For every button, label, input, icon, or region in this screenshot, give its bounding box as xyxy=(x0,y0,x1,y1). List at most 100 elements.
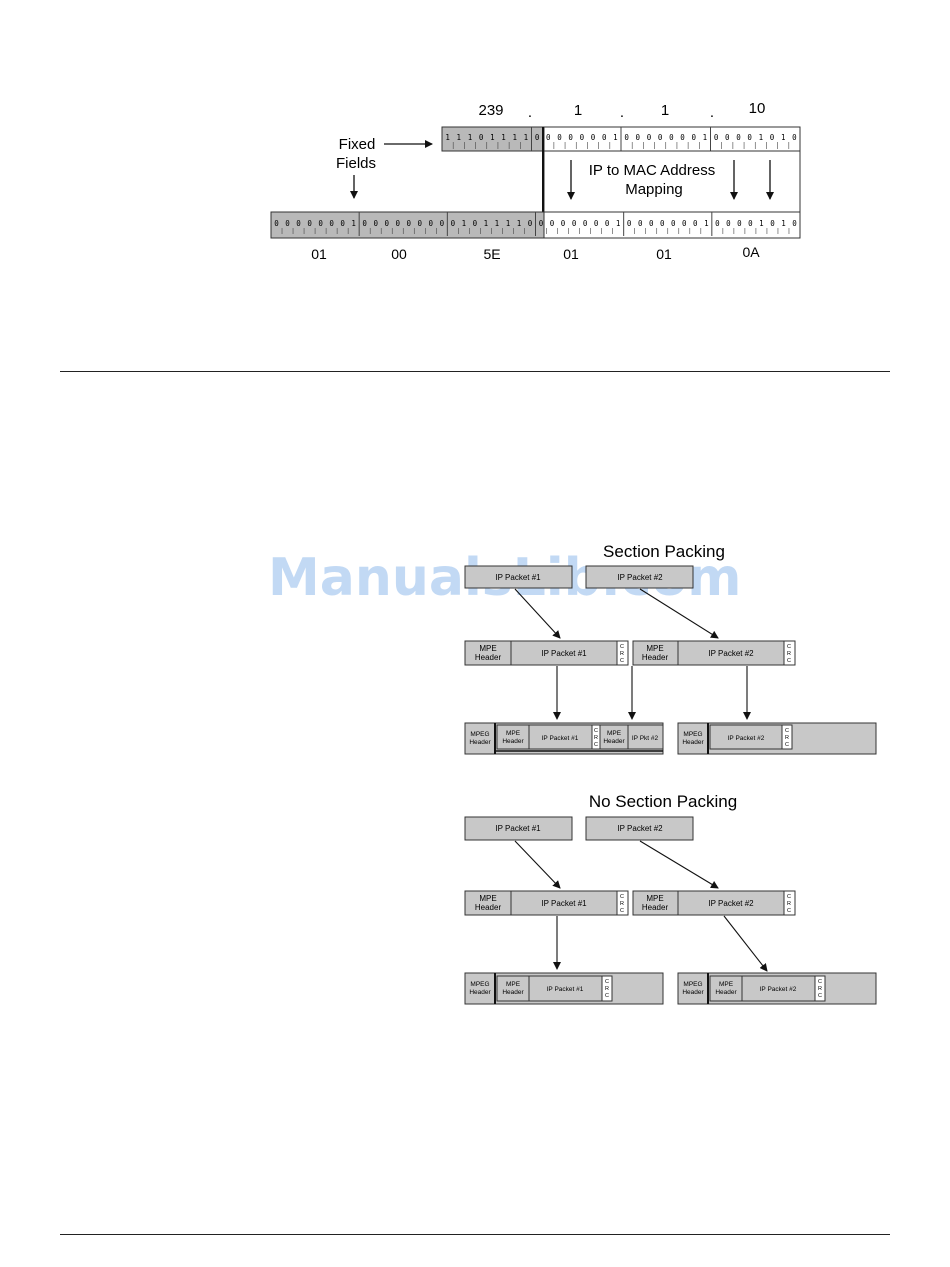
nsp-mpe-header-2-line1: MPE xyxy=(646,894,663,903)
mac-bit: 0 xyxy=(737,219,742,228)
sp-mpe-header-1-line1: MPE xyxy=(479,644,496,653)
sp-ts2-crc-c2: C xyxy=(785,742,789,748)
nsp-ts1-mpe-line1: MPE xyxy=(506,981,521,988)
ip-mapped-bits-box xyxy=(543,126,801,152)
mac-fixed-bits-box xyxy=(270,211,545,239)
mac-bit: 0 xyxy=(627,219,632,228)
mac-bit: 0 xyxy=(638,219,643,228)
nsp-ts2-mpeg-line1: MPEG xyxy=(683,981,702,988)
nsp-ts-packet-2: MPEG Header MPE Header IP Packet #2 C R … xyxy=(677,972,877,1005)
sp-crc-2-c: C xyxy=(787,644,791,650)
mac-bit: 0 xyxy=(340,219,345,228)
ip-bit: 1 xyxy=(512,133,517,142)
mac-bit: 0 xyxy=(660,219,665,228)
ip-bit: 1 xyxy=(457,133,462,142)
ip-octet-4: 10 xyxy=(749,100,766,117)
sp-ts1-ip-fragment: IP Pkt #2 xyxy=(632,735,659,742)
sp-ts1-crc-c2: C xyxy=(594,742,598,748)
ip-bit: 0 xyxy=(535,133,540,142)
nsp-ip-packet-2-label: IP Packet #2 xyxy=(617,824,663,833)
sp-mpe-ip-1: IP Packet #1 xyxy=(541,649,587,658)
mac-bit: 1 xyxy=(517,219,522,228)
ip-bit: 0 xyxy=(747,133,752,142)
ip-bit: 0 xyxy=(770,133,775,142)
nsp-ts1-crc-c2: C xyxy=(605,993,609,999)
fixed-fields-label-line1: Fixed xyxy=(339,136,376,153)
mac-bit: 0 xyxy=(274,219,279,228)
ip-bit: 0 xyxy=(669,133,674,142)
sp-ts1-mpe-line1: MPE xyxy=(506,730,521,737)
nsp-ts2-ip-2: IP Packet #2 xyxy=(760,986,797,993)
ip-bit: 1 xyxy=(759,133,764,142)
mac-bit: 0 xyxy=(726,219,731,228)
nsp-ts2-crc-r: R xyxy=(818,986,822,992)
nsp-ts2-mpe-line1: MPE xyxy=(719,981,734,988)
nsp-arrow-ip2 xyxy=(639,840,719,889)
nsp-ts2-mpe-line2: Header xyxy=(715,989,737,996)
sp-ts1-mpeg-line1: MPEG xyxy=(470,731,489,738)
section-packing-diagram: Section Packing IP Packet #1 IP Packet #… xyxy=(464,542,877,755)
mac-bit: 0 xyxy=(318,219,323,228)
mac-bit: 0 xyxy=(605,219,610,228)
mac-octet-4: 01 xyxy=(563,246,579,262)
mac-bit: 0 xyxy=(671,219,676,228)
mac-bit: 1 xyxy=(506,219,511,228)
ip-bit: 1 xyxy=(703,133,708,142)
sp-ts1-mpeg-line2: Header xyxy=(469,739,491,746)
sp-crc-1-r: R xyxy=(620,651,624,657)
ip-fixed-bits-box xyxy=(441,126,545,152)
ip-bit: 1 xyxy=(781,133,786,142)
sp-ts2-ip-2: IP Packet #2 xyxy=(728,735,765,742)
sp-ts-packet-1: MPEG Header MPE Header IP Packet #1 C R … xyxy=(464,722,664,755)
ip-bit: 0 xyxy=(792,133,797,142)
nsp-crc-2-r: R xyxy=(787,901,791,907)
ip-bit: 0 xyxy=(624,133,629,142)
mac-bit: 0 xyxy=(473,219,478,228)
ip-bit: 0 xyxy=(725,133,730,142)
sp-crc-1-c: C xyxy=(620,644,624,650)
mac-bit: 0 xyxy=(792,219,797,228)
ip-bit: 0 xyxy=(557,133,562,142)
mac-bit: 0 xyxy=(583,219,588,228)
sp-ts1-mpe2-line1: MPE xyxy=(607,730,622,737)
no-section-packing-diagram: No Section Packing IP Packet #1 IP Packe… xyxy=(464,792,877,1005)
mac-bit: 0 xyxy=(572,219,577,228)
mac-bit: 0 xyxy=(429,219,434,228)
mac-bit: 0 xyxy=(550,219,555,228)
mac-bit: 0 xyxy=(649,219,654,228)
sp-mpe-ip-2: IP Packet #2 xyxy=(708,649,754,658)
mac-bit: 0 xyxy=(715,219,720,228)
ip-bit: 1 xyxy=(613,133,618,142)
ip-bit: 0 xyxy=(647,133,652,142)
mac-bit: 1 xyxy=(616,219,621,228)
mac-bit: 0 xyxy=(407,219,412,228)
ip-bit: 1 xyxy=(524,133,529,142)
sp-arrow-ip2 xyxy=(639,588,719,639)
sp-ip-packet-2-label: IP Packet #2 xyxy=(617,573,663,582)
ip-bit: 1 xyxy=(468,133,473,142)
mac-bit: 0 xyxy=(561,219,566,228)
nsp-ip-packet-1-box xyxy=(464,816,573,841)
mac-bit: 0 xyxy=(748,219,753,228)
ip-bit: 0 xyxy=(680,133,685,142)
mac-bit: 0 xyxy=(285,219,290,228)
ip-dot-2: . xyxy=(620,104,624,121)
mac-bit: 0 xyxy=(451,219,456,228)
sp-crc-1-c2: C xyxy=(620,658,624,664)
nsp-mpe-section-2: MPE Header IP Packet #2 C R C xyxy=(632,890,796,916)
sp-mpe-header-1-line2: Header xyxy=(475,653,502,662)
mac-octet-6: 0A xyxy=(742,244,760,260)
sp-ts1-ip-1: IP Packet #1 xyxy=(542,735,579,742)
section-divider xyxy=(60,371,890,372)
sp-ts-packet-2: MPEG Header IP Packet #2 C R C xyxy=(677,722,877,755)
nsp-arrow-to-ts-2 xyxy=(723,915,768,972)
nsp-mpe-ip-1: IP Packet #1 xyxy=(541,899,587,908)
mac-bit: 1 xyxy=(704,219,709,228)
mac-octet-3: 5E xyxy=(483,246,500,262)
mac-bit: 0 xyxy=(594,219,599,228)
mac-bit: 1 xyxy=(781,219,786,228)
nsp-ts1-mpeg-line2: Header xyxy=(469,989,491,996)
sp-ts2-crc-r: R xyxy=(785,735,789,741)
mac-octet-1: 01 xyxy=(311,246,327,262)
